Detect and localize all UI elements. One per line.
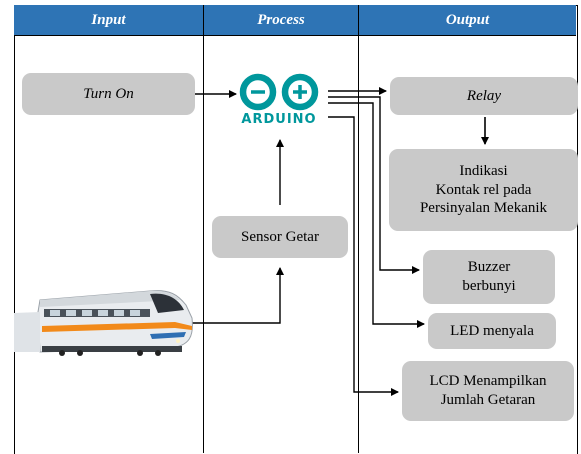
- lcd-box: LCD Menampilkan Jumlah Getaran: [402, 361, 574, 421]
- header-input: Input: [14, 5, 204, 36]
- lcd-line-2: Jumlah Getaran: [440, 392, 536, 408]
- header-process: Process: [204, 5, 359, 36]
- column-divider-2: [358, 36, 359, 453]
- train-icon: [14, 290, 193, 356]
- arrow-arduino-to-led: [328, 102, 425, 328]
- indikasi-line-3: Persinyalan Mekanik: [419, 200, 548, 217]
- indikasi-line-1: Indikasi: [459, 162, 508, 179]
- relay-box: Relay: [390, 77, 578, 115]
- buzzer-line-2: berbunyi: [462, 278, 516, 294]
- column-divider-1: [203, 36, 204, 453]
- arduino-logo-text: ARDUINO: [241, 112, 316, 127]
- arrow-train-to-sensor: [190, 267, 284, 324]
- indikasi-line-2: Kontak rel pada: [435, 181, 532, 198]
- led-box: LED menyala: [428, 313, 556, 349]
- arrow-arduino-to-lcd: [328, 116, 399, 396]
- sensor-getar-box: Sensor Getar: [212, 216, 348, 258]
- lcd-line-1: LCD Menampilkan: [429, 373, 547, 390]
- arduino-logo-icon: ARDUINO: [239, 73, 319, 127]
- buzzer-line-1: Buzzer: [467, 259, 511, 276]
- header-output: Output: [359, 5, 576, 36]
- buzzer-box: Buzzer berbunyi: [423, 250, 555, 304]
- indikasi-box: Indikasi Kontak rel pada Persinyalan Mek…: [389, 149, 578, 231]
- turn-on-box: Turn On: [22, 73, 195, 115]
- arrow-arduino-to-buzzer: [328, 96, 420, 274]
